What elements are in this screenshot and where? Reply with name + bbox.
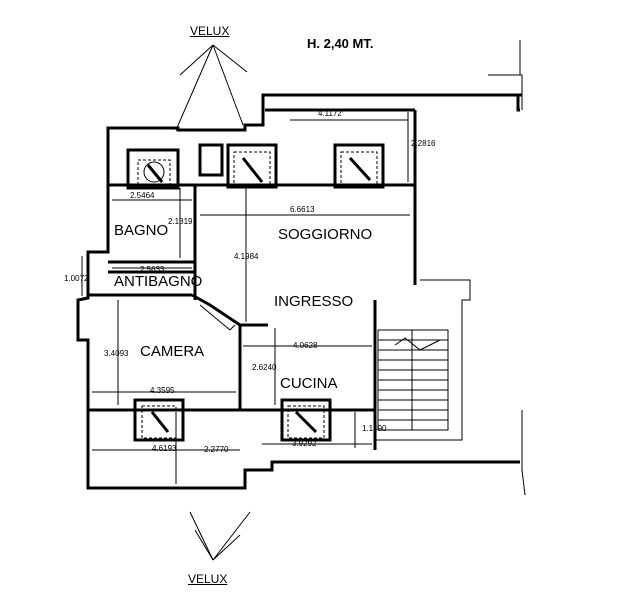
velux-bottom-label: VELUX bbox=[188, 572, 228, 586]
velux-top-label: VELUX bbox=[190, 24, 230, 38]
exterior-walls bbox=[76, 93, 522, 490]
dimension-d10: 3.4093 bbox=[104, 349, 129, 358]
dimension-d13: 4.6193 bbox=[152, 444, 177, 453]
velux-top-pointers bbox=[175, 44, 248, 131]
room-label-cucina: CUCINA bbox=[280, 375, 338, 392]
dimension-d8: 1.0072 bbox=[64, 274, 89, 283]
dimension-d1: 4.1172 bbox=[318, 109, 342, 118]
dimension-d11: 2.6240 bbox=[252, 363, 277, 372]
dimension-d16: 1.1490 bbox=[362, 424, 387, 433]
velux-bottom-pointers bbox=[189, 511, 251, 561]
dimension-d3: 2.5464 bbox=[130, 191, 155, 200]
dimension-labels: 4.1172 2.2816 2.5464 2.1319 6.6613 4.1984 2.56… bbox=[64, 109, 436, 454]
room-label-camera: CAMERA bbox=[140, 343, 205, 360]
room-label-antibagno: ANTIBAGNO bbox=[114, 273, 203, 290]
dimension-lines bbox=[81, 112, 410, 484]
room-label-bagno: BAGNO bbox=[114, 222, 169, 239]
interior-walls bbox=[88, 183, 415, 450]
dimension-d4: 2.1319 bbox=[168, 217, 193, 226]
dimension-d5: 6.6613 bbox=[290, 205, 315, 214]
staircase bbox=[377, 329, 449, 431]
right-building-edge bbox=[375, 40, 526, 496]
skylights bbox=[126, 143, 385, 442]
dimension-d2: 2.2816 bbox=[411, 139, 436, 148]
dimension-d14: 2.2770 bbox=[204, 445, 229, 454]
dimension-d6: 4.1984 bbox=[234, 252, 259, 261]
ceiling-height-label: H. 2,40 MT. bbox=[307, 36, 374, 51]
room-label-soggiorno: SOGGIORNO bbox=[278, 226, 373, 243]
dimension-d15: 3.9292 bbox=[292, 439, 317, 448]
dimension-d9: 4.0628 bbox=[293, 341, 318, 350]
dimension-d12: 4.3595 bbox=[150, 386, 175, 395]
room-label-ingresso: INGRESSO bbox=[274, 293, 354, 310]
dimension-d7: 2.5633 bbox=[140, 265, 165, 274]
